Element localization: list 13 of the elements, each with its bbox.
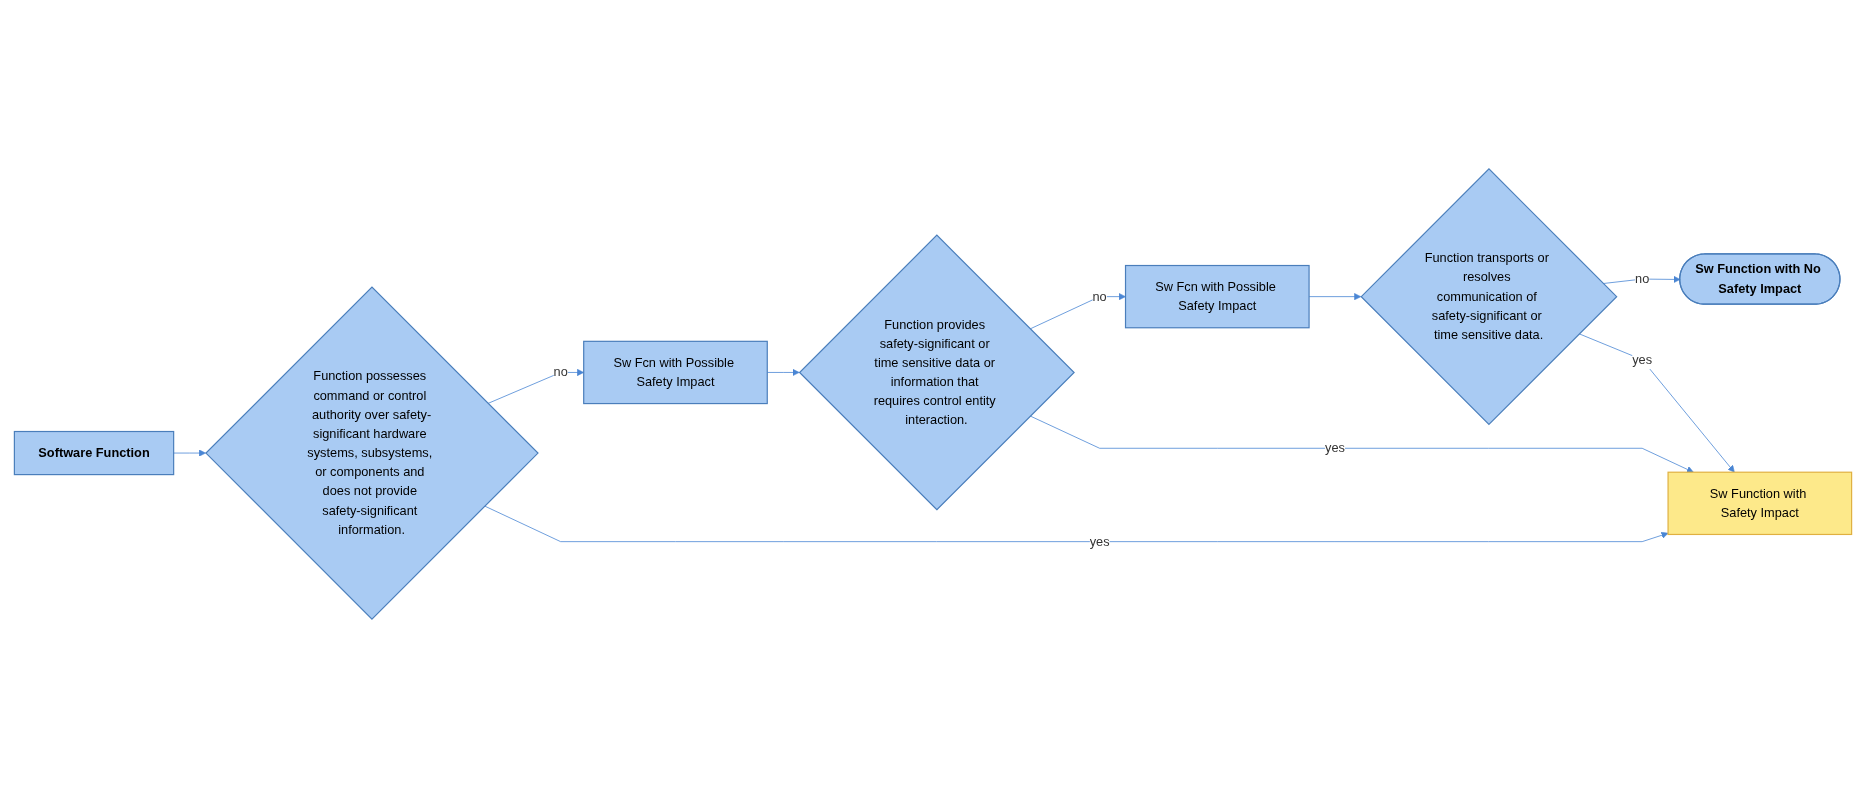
edge-label: yes — [1325, 441, 1345, 455]
node-box: Software Function — [13, 430, 175, 476]
edge-label: no — [1635, 271, 1650, 286]
edge-label: no — [553, 365, 568, 379]
edge-label: no — [1092, 289, 1107, 304]
node-box: Sw Fcn with Possible Safety Impact — [583, 340, 768, 405]
node-box: Sw Fcn with Possible Safety Impact — [1124, 264, 1310, 329]
node-diamond: Function provides safety-significant or time sensitive data or information that requires control entity interaction. — [798, 234, 1075, 511]
node-diamond: Function possesses command or control authority over safety-significant hardware systems, subsystems, or components and does not provide safety-significant information. — [205, 286, 539, 620]
edge-label: yes — [1089, 534, 1110, 549]
edge-label: yes — [1632, 352, 1653, 367]
node-diamond: Function transports or resolves communication of safety-significant or time sensitive data. — [1360, 168, 1618, 426]
node-box: Sw Function with Safety Impact — [1667, 471, 1853, 536]
